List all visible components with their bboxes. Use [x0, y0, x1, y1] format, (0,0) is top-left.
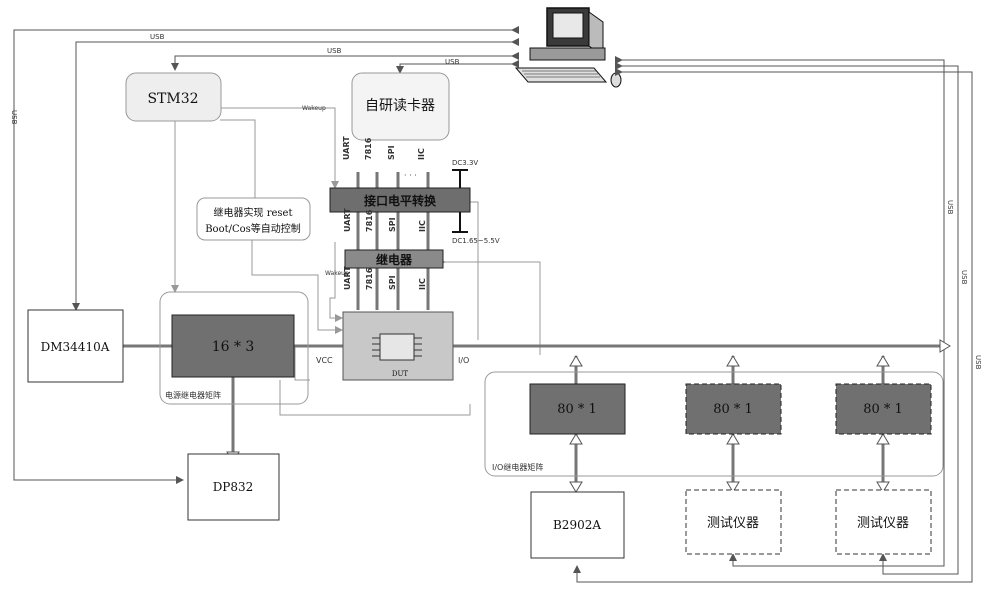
iic-label-3: IIC: [418, 278, 427, 290]
io-bus-label: I/O: [458, 356, 469, 365]
dp832-block: [187, 453, 280, 521]
card-reader-label: 自研读卡器: [365, 97, 435, 114]
supply-ticks: [452, 169, 468, 233]
usb-label-right-1: USB: [946, 200, 954, 215]
dp832-label: DP832: [213, 480, 254, 494]
power-matrix-caption: 电源继电器矩阵: [165, 390, 221, 400]
b2902a-label: B2902A: [553, 518, 601, 532]
relay-note-block: [196, 197, 311, 241]
iso7816-label-2: 7816: [365, 209, 374, 232]
uart-label-3: UART: [343, 266, 352, 290]
dc33-label: DC3.3V: [452, 159, 478, 167]
io-matrix-b-label: 80 * 1: [713, 402, 753, 417]
iso7816-label-1: 7816: [364, 137, 373, 160]
level-shift-block: [329, 187, 471, 213]
io-matrix-80x1-a: [529, 383, 626, 435]
control-lines: [171, 107, 541, 416]
power-relay-matrix-group: [159, 291, 309, 405]
io-matrix-80x1-b: [685, 383, 782, 435]
usb-connections: [13, 26, 973, 583]
spi-label-2: SPI: [388, 217, 397, 232]
relay-block: [344, 249, 444, 269]
uart-label-1: UART: [342, 136, 351, 160]
matrix-16x3-block: [171, 314, 295, 378]
usb-label-top: USB: [150, 33, 165, 41]
io-matrix-80x1-c: [835, 383, 932, 435]
usb-label-dm: USB: [327, 47, 342, 55]
level-shift-label: 接口电平转换: [364, 193, 437, 208]
spi-label-3: SPI: [388, 275, 397, 290]
bus-dots-label: · · ·: [404, 171, 417, 180]
iic-label-1: IIC: [417, 148, 426, 160]
wakeup-label-1: Wakeup: [302, 105, 326, 112]
iso7816-label-3: 7816: [365, 267, 374, 290]
instrument-1-label: 测试仪器: [707, 516, 759, 531]
computer-icon: [514, 7, 622, 88]
instrument-block-2: [835, 489, 932, 555]
io-matrix-c-label: 80 * 1: [863, 402, 903, 417]
iic-label-2: IIC: [418, 220, 427, 232]
vcc-label: VCC: [316, 356, 333, 365]
relay-note-line2: Boot/Cos等自动控制: [205, 222, 301, 235]
instrument-2-label: 测试仪器: [857, 516, 909, 531]
io-matrix-caption: I/O继电器矩阵: [492, 462, 543, 472]
usb-label-right-2: USB: [960, 270, 968, 285]
wakeup-label-2: Wakeup: [325, 270, 349, 277]
dm34410a-block: [27, 309, 124, 383]
usb-label-left: USB: [10, 110, 18, 125]
dc165-label: DC1.65~5.5V: [452, 237, 500, 245]
usb-label-right-3: USB: [974, 355, 982, 370]
uart-label-2: UART: [343, 208, 352, 232]
dut-label: DUT: [392, 370, 409, 378]
card-reader-block: [351, 72, 450, 141]
io-matrix-a-label: 80 * 1: [557, 402, 597, 417]
dut-chip-icon: [372, 333, 422, 361]
spi-label-1: SPI: [387, 145, 396, 160]
relay-label: 继电器: [376, 252, 413, 267]
stm32-block: [125, 72, 222, 122]
instrument-block-1: [685, 489, 782, 555]
dm34410a-label: DM34410A: [41, 340, 110, 354]
stm32-label: STM32: [147, 91, 198, 107]
usb-label-reader: USB: [445, 58, 460, 66]
io-relay-matrix-group: [484, 371, 944, 477]
relay-note-line1: 继电器实现 reset: [214, 206, 293, 219]
matrix-16x3-label: 16 * 3: [212, 339, 255, 355]
b2902a-block: [530, 491, 625, 559]
